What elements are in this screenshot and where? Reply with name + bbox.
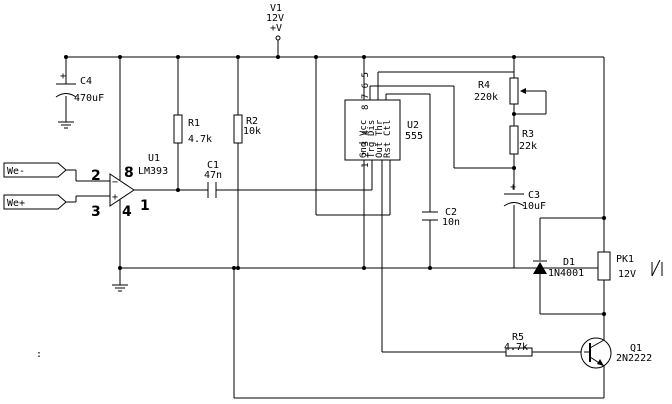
q1-ref: Q1 xyxy=(630,343,642,354)
c4-plus-mark: + xyxy=(60,71,66,82)
stray-mark: : xyxy=(36,349,42,360)
capacitor-c3: + C3 10uF xyxy=(503,182,546,212)
input-connector-plus: We+ xyxy=(3,194,67,210)
r1-value: 4.7k xyxy=(188,134,212,145)
c4-ref: C4 xyxy=(80,76,92,87)
r2-ref: R2 xyxy=(246,116,258,127)
u1-pin-vcc: 8 xyxy=(124,165,134,181)
v1-supply: V1 12V +V xyxy=(266,3,284,41)
capacitor-c2: C2 10n xyxy=(422,207,460,228)
diode-d1: D1 1N4001 xyxy=(533,257,584,279)
v1-voltage: 12V xyxy=(266,13,284,24)
q1-value: 2N2222 xyxy=(616,353,652,364)
c2-ref: C2 xyxy=(445,207,457,218)
r3-ref: R3 xyxy=(522,129,534,140)
c3-value: 10uF xyxy=(522,201,546,212)
u2-pin-ctl: Ctl xyxy=(383,120,393,136)
pk1-value: 12V xyxy=(618,269,636,280)
u2-ref: U2 xyxy=(407,120,419,131)
relay-coil-pk1: PK1 12V xyxy=(597,251,636,281)
c1-value: 47n xyxy=(204,170,222,181)
ground-symbol-u1 xyxy=(112,284,128,292)
u1-minus-mark: − xyxy=(112,177,118,188)
u2-pin-numbers-bottom: 1 2 3 4 xyxy=(361,130,371,168)
u2-pin-rst: Rst xyxy=(383,142,393,158)
u1-pin-out: 1 xyxy=(140,198,150,214)
u1-pin-noninv: 3 xyxy=(91,204,101,220)
resistor-r3: R3 22k xyxy=(509,125,537,155)
u2-top-pin-names: Vcc Dis Thr Ctl xyxy=(359,119,393,136)
input-minus-label: We- xyxy=(7,166,25,177)
r1-ref: R1 xyxy=(188,118,200,129)
u2-pin-thr: Thr xyxy=(375,119,385,136)
u2-bottom-pin-names: Gnd Trg Out Rst xyxy=(359,142,393,158)
comparator-u1: − + U1 LM393 2 3 8 4 1 xyxy=(91,153,168,220)
u2-pin-vcc: Vcc xyxy=(359,120,369,136)
r5-value: 4.7k xyxy=(504,342,528,353)
u1-ref: U1 xyxy=(148,153,160,164)
junction-dots xyxy=(64,55,606,316)
timer-u2: Vcc Dis Thr Ctl Gnd Trg Out Rst 8 7 6 5 … xyxy=(344,72,423,168)
u2-pin-numbers-top: 8 7 6 5 xyxy=(361,72,371,110)
c3-plus-mark: + xyxy=(510,182,516,193)
resistor-r2: R2 10k xyxy=(233,114,261,144)
d1-ref: D1 xyxy=(563,257,575,268)
r4-ref: R4 xyxy=(478,80,490,91)
capacitor-c4: + C4 470uF xyxy=(55,71,104,104)
u2-pin-dis: Dis xyxy=(367,120,377,136)
potentiometer-r4: R4 220k xyxy=(474,77,526,105)
capacitor-c1: C1 47n xyxy=(204,160,222,198)
pk1-ref: PK1 xyxy=(616,254,634,265)
ground-symbol-c4 xyxy=(58,121,74,129)
c2-value: 10n xyxy=(442,217,460,228)
r2-value: 10k xyxy=(243,126,261,137)
u2-part: 555 xyxy=(405,131,423,142)
r5-ref: R5 xyxy=(512,332,524,343)
relay-contact-icon xyxy=(651,259,663,277)
u2-pin-gnd: Gnd xyxy=(359,142,369,158)
input-connector-minus: We- xyxy=(3,162,67,178)
u1-plus-mark: + xyxy=(112,192,118,203)
resistor-r5: R5 4.7k xyxy=(504,332,533,357)
c4-value: 470uF xyxy=(74,93,104,104)
d1-value: 1N4001 xyxy=(548,268,584,279)
transistor-q1: Q1 2N2222 xyxy=(580,337,652,369)
c3-ref: C3 xyxy=(528,190,540,201)
r4-value: 220k xyxy=(474,92,498,103)
c1-ref: C1 xyxy=(207,160,219,171)
u1-pin-inv: 2 xyxy=(91,168,101,184)
v1-rail: +V xyxy=(270,23,282,34)
v1-name: V1 xyxy=(270,3,282,14)
r3-value: 22k xyxy=(519,141,537,152)
u1-part: LM393 xyxy=(138,166,168,177)
resistor-r1: R1 4.7k xyxy=(173,114,212,145)
u1-pin-gnd: 4 xyxy=(122,204,132,220)
input-plus-label: We+ xyxy=(7,198,25,209)
u2-pin-trg: Trg xyxy=(367,142,377,158)
u2-pin-out: Out xyxy=(375,142,385,158)
